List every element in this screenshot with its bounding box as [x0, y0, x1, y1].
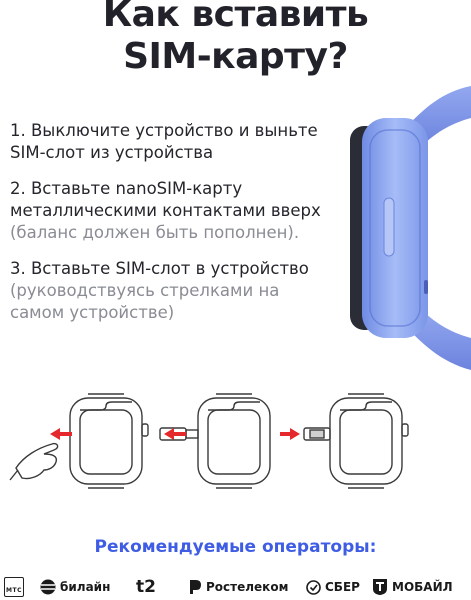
step-3: 3. Вставьте SIM-слот в устройство (руков…	[10, 258, 330, 324]
step-1: 1. Выключите устройство и выньте SIM-сло…	[10, 120, 330, 164]
logo-t2: t2	[136, 574, 156, 600]
sber-check-icon	[306, 579, 321, 595]
page-title-line2: SIM-карту?	[123, 36, 348, 77]
logo-beeline: билайн	[40, 574, 110, 600]
logo-mts: МТС	[4, 574, 24, 600]
watch-outline-icon	[69, 393, 149, 489]
hand-pointer-icon	[15, 442, 59, 480]
logo-sber-text: СБЕР	[325, 580, 360, 594]
watch-outline-icon	[197, 393, 271, 489]
watch-outline-icon	[329, 393, 409, 489]
logo-rostelecom: Ростелеком	[188, 574, 288, 600]
operators-logos: МТС билайн t2 Ростелеком СБЕР МОБАЙЛ	[0, 574, 471, 600]
logo-tmobile: МОБАЙЛ	[372, 574, 453, 600]
step-1-text: 1. Выключите устройство и выньте SIM-сло…	[10, 121, 318, 162]
operators-title: Рекомендуемые операторы:	[94, 537, 377, 557]
rostelecom-logo-icon	[190, 580, 201, 594]
watch-photo	[350, 86, 471, 370]
page-title: Как вставить SIM-карту?	[0, 0, 471, 78]
sim-tray-icon	[303, 427, 331, 441]
page-title-line1: Как вставить	[102, 0, 369, 35]
logo-t2-text: t2	[136, 577, 156, 597]
beeline-stripes-icon	[40, 579, 56, 595]
red-arrow-icon	[50, 428, 72, 440]
logo-beeline-text: билайн	[60, 580, 111, 594]
step-2-note: (баланс должен быть пополнен).	[10, 223, 300, 242]
step-3-note: (руководствуясь стрелками на самом устро…	[10, 281, 280, 322]
step-2-text: 2. Вставьте nanoSIM-карту металлическими…	[10, 179, 321, 220]
logo-tmobile-text: МОБАЙЛ	[392, 580, 453, 594]
t-shield-icon	[373, 579, 387, 595]
step-3-text: 3. Вставьте SIM-слот в устройство	[10, 259, 309, 278]
logo-sber: СБЕР	[306, 574, 360, 600]
sim-steps-diagram	[9, 393, 409, 489]
step-2: 2. Вставьте nanoSIM-карту металлическими…	[10, 178, 330, 244]
mts-logo-icon: МТС	[4, 577, 24, 597]
steps-list: 1. Выключите устройство и выньте SIM-сло…	[10, 120, 330, 338]
logo-rostelecom-text: Ростелеком	[206, 580, 289, 594]
red-arrow-icon	[164, 428, 186, 440]
red-arrow-icon	[280, 428, 300, 440]
